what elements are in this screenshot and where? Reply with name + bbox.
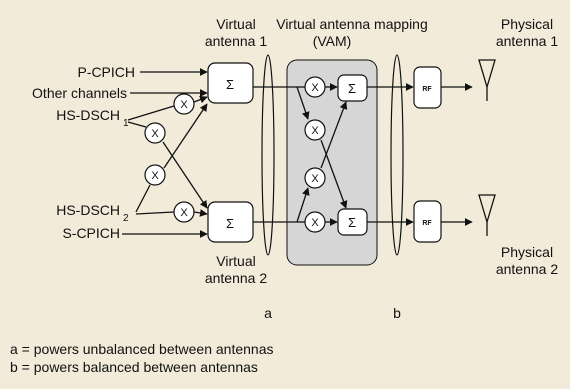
multiplier-hsdsch2-b	[173, 201, 195, 223]
legend-note-b: b = powers balanced between antennas	[10, 359, 258, 375]
vam-multiplier-bottom	[304, 211, 326, 233]
rf-box-2	[413, 200, 442, 243]
multiplier-hsdsch2-a	[144, 164, 166, 186]
ellipse-b	[390, 54, 404, 256]
hsdsch2-subscript: 2	[123, 213, 129, 224]
vam-multiplier-mid1	[304, 119, 326, 141]
sum-box-virtual-1	[207, 62, 254, 104]
vam-sum-symbol-bottom: Σ	[348, 215, 356, 230]
hsdsch1-subscript: 1	[123, 118, 129, 129]
rf-box-1	[413, 66, 442, 109]
multiplier-hsdsch2-b-symbol: X	[180, 207, 188, 219]
sum-symbol-virtual-1: Σ	[226, 77, 234, 92]
edge-hsdsch1-x2	[127, 121, 147, 128]
rf-label-1: RF	[422, 86, 432, 93]
physical-antenna-2-label-line2: antenna 2	[496, 261, 558, 277]
vam-title-line1: Virtual antenna mapping	[276, 16, 428, 32]
vam-multiplier-bottom-symbol: X	[311, 217, 319, 229]
pcpich-label: P-CPICH	[77, 64, 135, 80]
vam-multiplier-top	[304, 76, 326, 98]
ellipse-b-label: b	[393, 305, 401, 321]
edge-hsdsch1-x1	[127, 105, 175, 121]
multiplier-hsdsch1-b	[144, 122, 166, 144]
edge-x2-sum2	[162, 141, 208, 209]
hsdsch1-label: HS-DSCH	[56, 107, 120, 123]
scpich-label: S-CPICH	[62, 225, 120, 241]
vam-multiplier-mid2-symbol: X	[311, 173, 319, 185]
hsdsch2-label: HS-DSCH	[56, 202, 120, 218]
edge-x3-sum1	[163, 103, 208, 169]
ellipse-a	[261, 54, 275, 256]
vam-title-line2: (VAM)	[313, 33, 352, 49]
virtual-antenna-1-label-line1: Virtual	[216, 16, 255, 32]
legend-note-a: a = powers unbalanced between antennas	[10, 341, 274, 357]
multiplier-hsdsch1-a-symbol: X	[180, 99, 188, 111]
vam-sum-box-top	[337, 74, 368, 102]
edge-x1-sum1	[193, 95, 208, 104]
vam-multiplier-mid2	[304, 167, 326, 189]
edge-xmid2-sumtop	[320, 101, 348, 169]
sum-box-virtual-2	[207, 201, 254, 243]
vam-sum-box-bottom	[337, 208, 368, 236]
rf-label-2: RF	[422, 220, 432, 227]
edge-hsdsch2-x4	[135, 211, 175, 215]
antenna-1-icon	[478, 59, 496, 101]
vam-multiplier-top-symbol: X	[311, 82, 319, 94]
vam-multiplier-mid1-symbol: X	[311, 125, 319, 137]
sum-symbol-virtual-2: Σ	[226, 216, 234, 231]
multiplier-hsdsch1-a	[173, 93, 195, 115]
ellipse-a-label: a	[264, 305, 272, 321]
multiplier-hsdsch2-a-symbol: X	[151, 170, 159, 182]
multiplier-hsdsch1-b-symbol: X	[151, 128, 159, 140]
edge-split1-xmid	[296, 86, 310, 120]
virtual-antenna-2-label-line2: antenna 2	[205, 270, 267, 286]
antenna-2-icon	[478, 194, 496, 236]
virtual-antenna-2-label-line1: Virtual	[216, 253, 255, 269]
physical-antenna-1-label-line2: antenna 1	[496, 33, 558, 49]
physical-antenna-2-label-line1: Physical	[501, 244, 553, 260]
edge-hsdsch2-x3	[135, 184, 151, 213]
virtual-antenna-1-label-line2: antenna 1	[205, 33, 267, 49]
edge-x4-sum2	[193, 209, 208, 217]
vam-sum-symbol-top: Σ	[348, 81, 356, 96]
edge-xmid1-sumbot	[320, 139, 348, 209]
physical-antenna-1-label-line1: Physical	[501, 16, 553, 32]
edge-split2-xmid	[296, 187, 310, 223]
other-channels-label: Other channels	[32, 85, 127, 101]
